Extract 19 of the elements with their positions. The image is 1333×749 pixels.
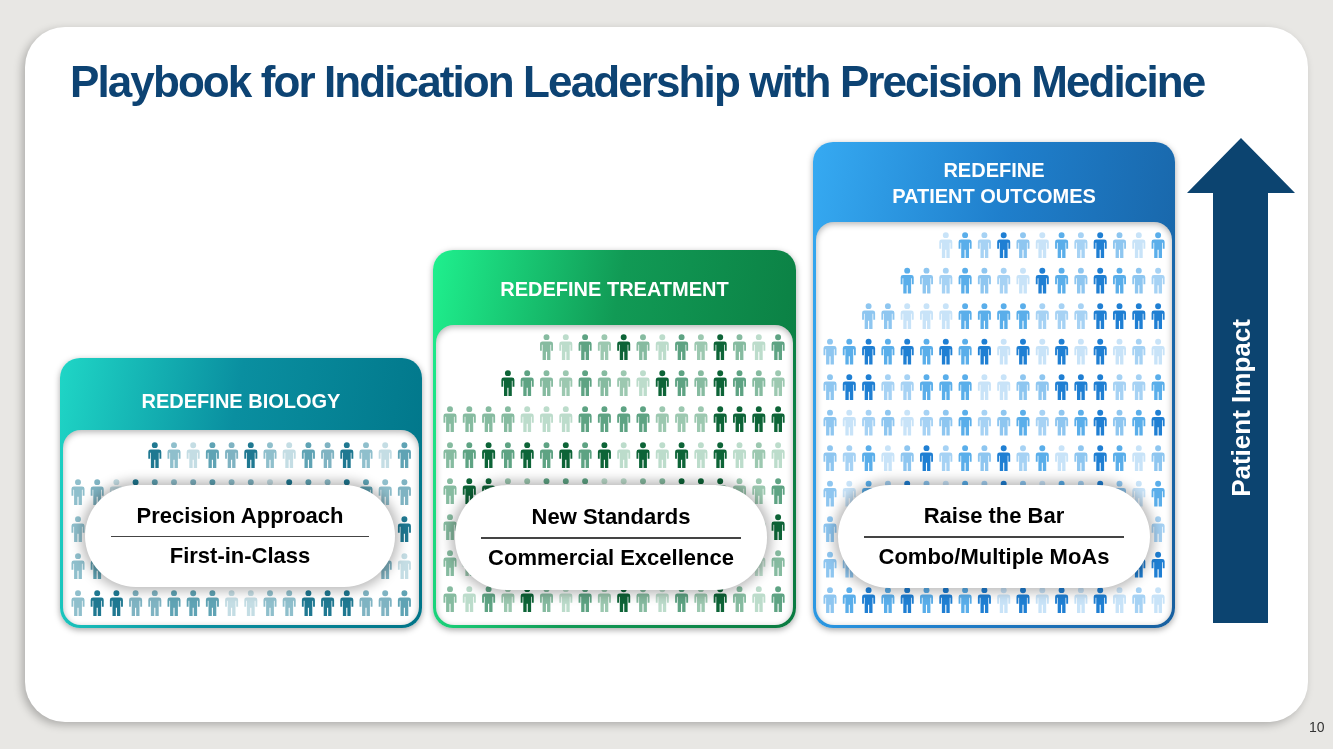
pill-subheading: Commercial Excellence <box>488 543 734 572</box>
step-panel <box>813 142 1175 628</box>
slide-title: Playbook for Indication Leadership with Precision Medicine <box>70 56 1205 108</box>
label-pill <box>455 485 767 590</box>
pill-subheading: Combo/Multiple MoAs <box>878 542 1110 571</box>
panel-heading: REDEFINE TREATMENT <box>500 277 729 302</box>
arrow-label: Patient Impact <box>1226 319 1256 497</box>
up-arrow <box>1187 138 1295 623</box>
pill-heading: New Standards <box>531 503 691 532</box>
pill-subheading: First-in-Class <box>169 542 311 571</box>
label-pill <box>85 485 395 587</box>
page-number: 10 <box>1309 719 1325 735</box>
panel-heading: REDEFINE BIOLOGY <box>141 389 341 414</box>
step-panel <box>433 250 796 628</box>
label-pill <box>838 485 1150 588</box>
pill-heading: Raise the Bar <box>923 502 1065 531</box>
pill-heading: Precision Approach <box>136 501 344 530</box>
panel-heading: REDEFINE PATIENT OUTCOMES <box>892 158 1096 209</box>
step-panel <box>60 358 422 628</box>
